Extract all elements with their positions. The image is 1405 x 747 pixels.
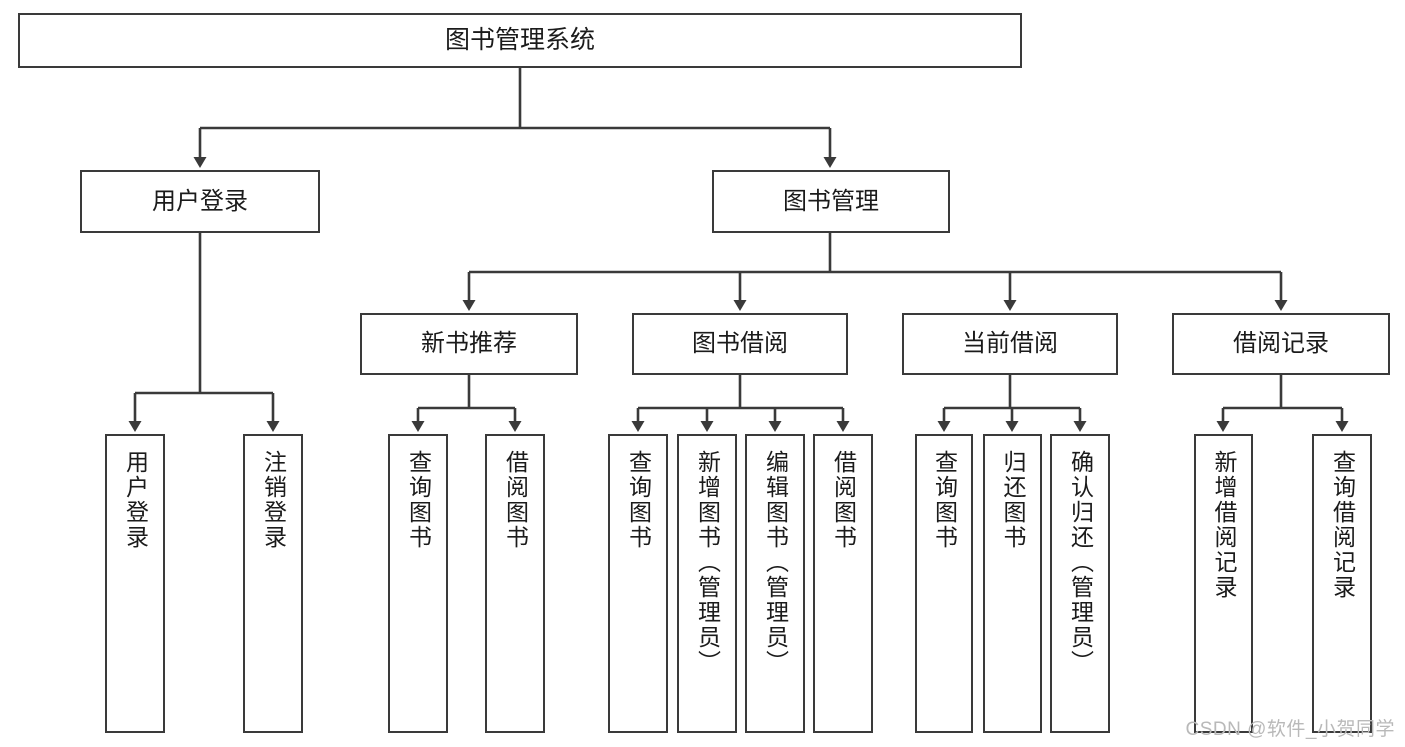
node-level3-borrow-record-label: 借阅记录 <box>1233 330 1329 357</box>
node-leaf-query-borrow-record-label: 查询借阅记录 <box>1329 450 1356 600</box>
node-leaf-edit-book-admin[interactable]: 编辑图书（管理员） <box>745 434 805 733</box>
node-leaf-query-borrow-record[interactable]: 查询借阅记录 <box>1312 434 1372 733</box>
node-leaf-query-book-borrow[interactable]: 查询图书 <box>608 434 668 733</box>
node-level3-current-borrow-label: 当前借阅 <box>962 330 1058 357</box>
node-level3-book-borrow-label: 图书借阅 <box>692 330 788 357</box>
node-leaf-borrow-book-newbook[interactable]: 借阅图书 <box>485 434 545 733</box>
node-leaf-add-book-admin[interactable]: 新增图书（管理员） <box>677 434 737 733</box>
node-leaf-borrow-book-label: 借阅图书 <box>830 450 857 550</box>
node-leaf-query-book-current-label: 查询图书 <box>931 450 958 550</box>
node-level3-borrow-record[interactable]: 借阅记录 <box>1172 313 1390 375</box>
node-level2-user-login[interactable]: 用户登录 <box>80 170 320 233</box>
node-level3-book-borrow[interactable]: 图书借阅 <box>632 313 848 375</box>
node-root-label: 图书管理系统 <box>444 25 595 54</box>
node-leaf-logout[interactable]: 注销登录 <box>243 434 303 733</box>
node-root[interactable]: 图书管理系统 <box>18 13 1022 68</box>
node-leaf-return-book-label: 归还图书 <box>1000 450 1026 550</box>
node-leaf-return-book[interactable]: 归还图书 <box>983 434 1042 733</box>
node-leaf-logout-label: 注销登录 <box>260 450 287 550</box>
node-leaf-query-book-newbook-label: 查询图书 <box>405 450 432 550</box>
node-level3-new-book-recommend[interactable]: 新书推荐 <box>360 313 578 375</box>
node-level2-user-login-label: 用户登录 <box>152 187 248 215</box>
node-leaf-query-book-current[interactable]: 查询图书 <box>915 434 973 733</box>
watermark: CSDN @软件_小贺同学 <box>1185 719 1395 740</box>
node-leaf-borrow-book[interactable]: 借阅图书 <box>813 434 873 733</box>
node-leaf-confirm-return-admin-label: 确认归还（管理员） <box>1067 450 1094 675</box>
node-leaf-confirm-return-admin[interactable]: 确认归还（管理员） <box>1050 434 1110 733</box>
node-leaf-query-book-borrow-label: 查询图书 <box>625 450 652 550</box>
node-level2-book-management-label: 图书管理 <box>783 187 879 215</box>
node-level3-current-borrow[interactable]: 当前借阅 <box>902 313 1118 375</box>
node-leaf-add-book-admin-label: 新增图书（管理员） <box>694 450 721 675</box>
node-level3-new-book-recommend-label: 新书推荐 <box>421 330 517 357</box>
node-leaf-borrow-book-newbook-label: 借阅图书 <box>502 450 529 550</box>
node-leaf-edit-book-admin-label: 编辑图书（管理员） <box>762 450 789 675</box>
node-leaf-user-login-label: 用户登录 <box>122 450 149 550</box>
node-leaf-add-borrow-record-label: 新增借阅记录 <box>1211 450 1237 600</box>
node-level2-book-management[interactable]: 图书管理 <box>712 170 950 233</box>
node-leaf-query-book-newbook[interactable]: 查询图书 <box>388 434 448 733</box>
node-leaf-user-login[interactable]: 用户登录 <box>105 434 165 733</box>
node-leaf-add-borrow-record[interactable]: 新增借阅记录 <box>1194 434 1253 733</box>
